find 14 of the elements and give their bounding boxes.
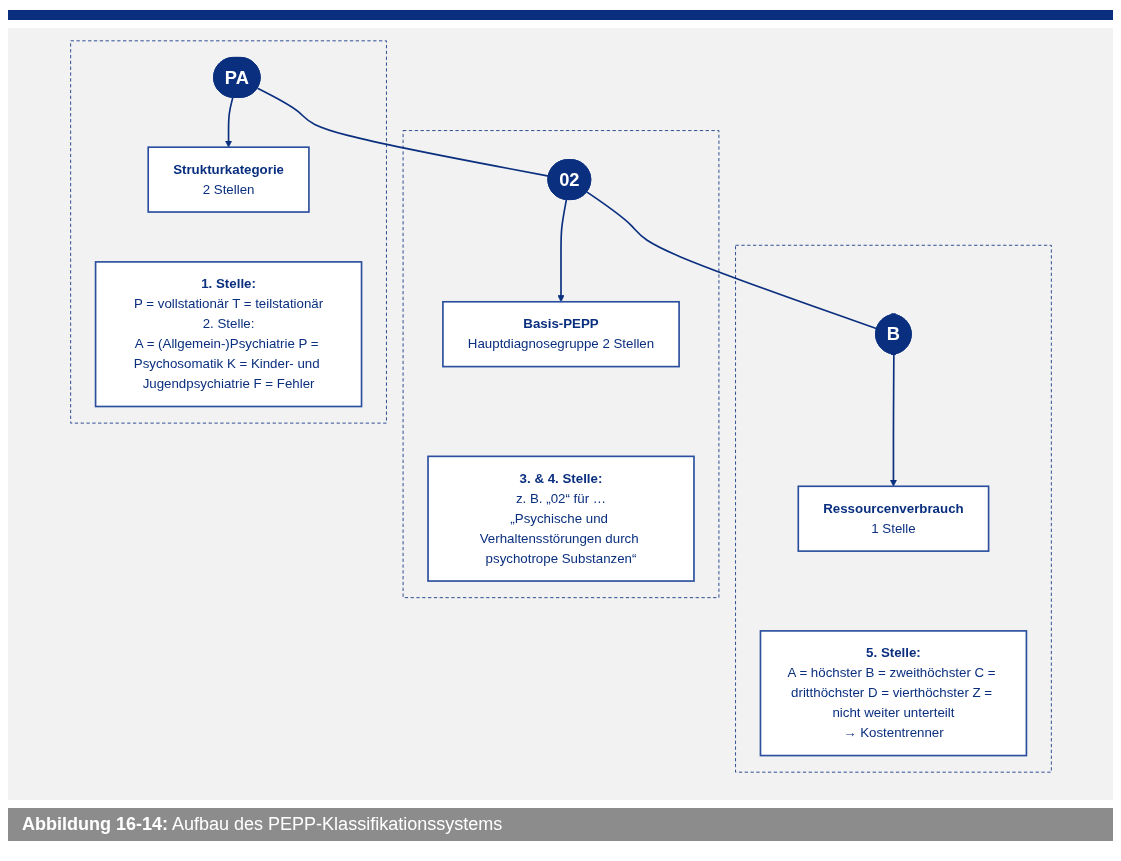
arrow (556, 199, 567, 303)
text-box: 3. & 4. Stelle: z. B. „02“ für … „Psychische und Verhaltensstörungen durch psychotrope Substanzen“ (426, 455, 695, 582)
text-box: 5. Stelle: A = höchster B = zweithöchster C = dritthöchster D = vierthöchster Z = nicht weiter unterteilt → Kostentrenner (759, 630, 1027, 757)
figure-caption: Abbildung 16-14: Aufbau des PEPP-Klassifikationssystems (8, 808, 1113, 841)
text-box: 1. Stelle: P = vollstationär T = teilstationär 2. Stelle: A = (Allgemein-)Psychiatrie P = Psychosomatik K = Kinder- und Jugendpsychiatrie F = Fehler (94, 261, 362, 408)
code-oval: PA (212, 57, 260, 98)
text-box: Basis-PEPP Hauptdiagnosegruppe 2 Stellen (441, 300, 680, 368)
code-oval: 02 (547, 159, 591, 200)
connector (585, 191, 878, 330)
text-box: Ressourcenverbrauch 1 Stelle (796, 485, 989, 552)
arrow (224, 96, 234, 148)
code-oval: B (874, 313, 912, 355)
text-box: Strukturkategorie 2 Stellen (146, 146, 310, 213)
arrow (889, 353, 897, 487)
